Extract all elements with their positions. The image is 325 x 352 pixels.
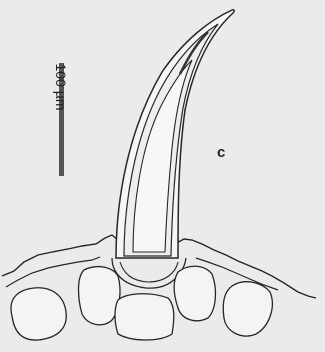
cell: [79, 267, 121, 325]
panel-letter: c: [217, 144, 225, 161]
cell: [11, 288, 66, 340]
cell: [115, 294, 174, 340]
cell: [174, 266, 215, 321]
scale-bar-label: 100 µm: [53, 53, 69, 121]
spine-base-inner: [120, 262, 178, 282]
cell: [223, 282, 272, 336]
